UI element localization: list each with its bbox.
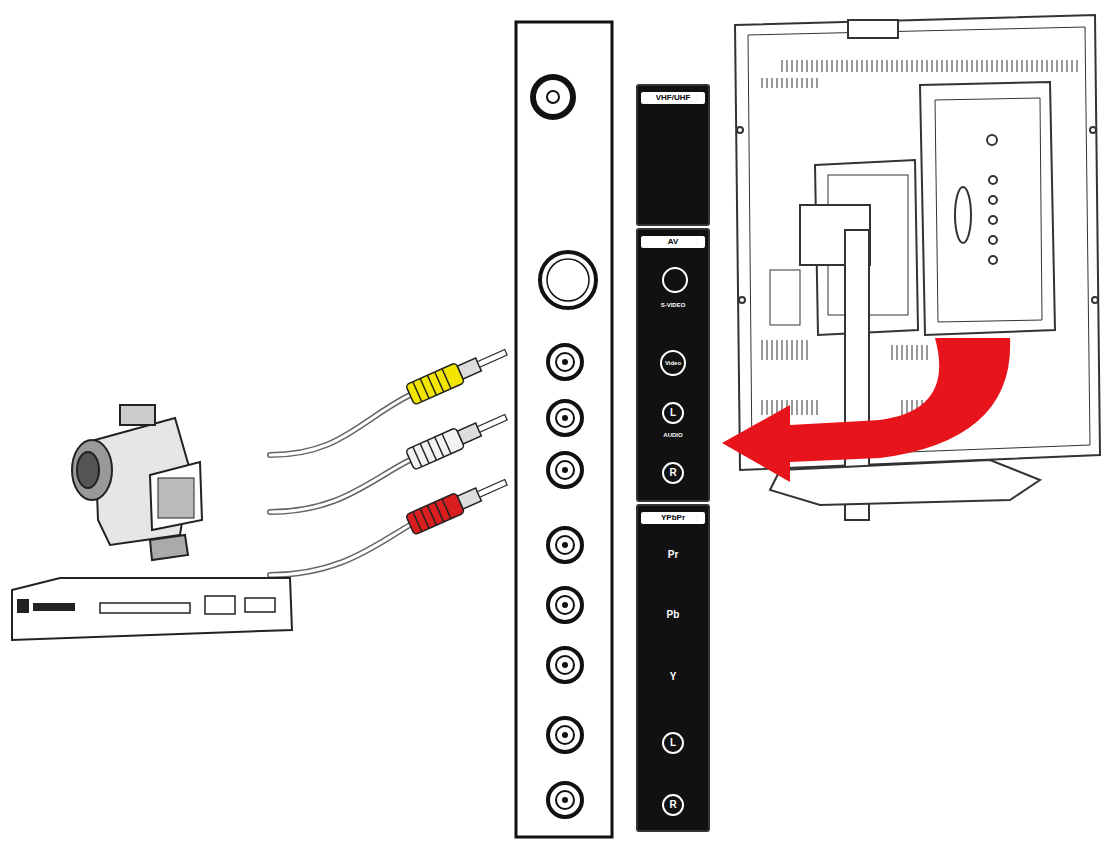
jack-label: AUDIO	[663, 432, 682, 438]
jack-strip	[516, 22, 612, 837]
rca-plugs	[406, 342, 511, 535]
jacks	[533, 77, 596, 308]
panel-section: VHF/UHF	[636, 84, 710, 226]
camcorder	[72, 405, 202, 560]
jack-label: L	[662, 402, 684, 424]
jack-label: Video	[660, 350, 686, 376]
jack-label: R	[662, 462, 684, 484]
jack-label: L	[662, 732, 684, 754]
panel-section: YPbPrPrPbY L R	[636, 504, 710, 832]
jack-label: Pb	[667, 610, 680, 620]
direction-arrow	[722, 338, 1010, 482]
jack-label: Y	[670, 672, 677, 682]
section-header: VHF/UHF	[641, 92, 705, 104]
jack-ring	[662, 267, 688, 293]
av-cables	[270, 395, 410, 575]
jack-label: R	[662, 794, 684, 816]
jack-label: Pr	[668, 550, 679, 560]
section-header: AV	[641, 236, 705, 248]
jack-label: S-VIDEO	[661, 302, 686, 308]
section-header: YPbPr	[641, 512, 705, 524]
dvd-player	[12, 578, 292, 640]
panel-section: AV S-VIDEO VideoL AUDIO R	[636, 228, 710, 502]
rca-jacks	[548, 345, 582, 817]
